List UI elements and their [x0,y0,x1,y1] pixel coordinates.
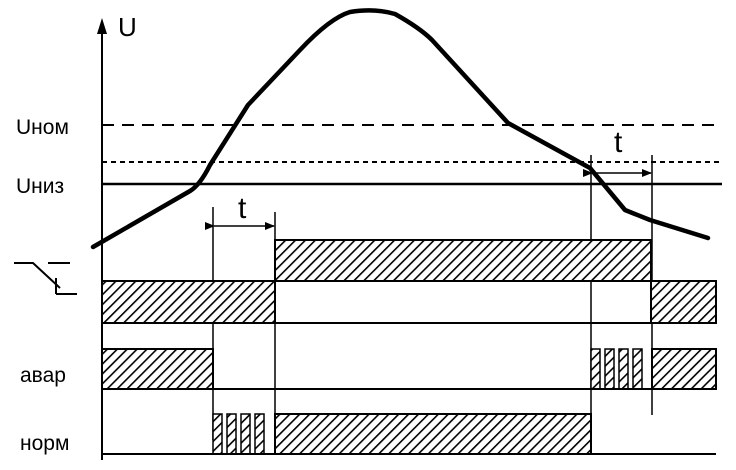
nominal-level-label: Uном [16,116,69,139]
voltage-curve [90,8,711,250]
relay-contact-icon [14,262,77,295]
alarm-bar-left [101,348,214,390]
axis-label: U [118,12,137,42]
normal-blink-pulses [212,413,265,455]
low-level-label: Uниз [16,175,64,198]
contact-row-bottom-bar-left [101,280,276,324]
contact-row-bottom-bar-right [650,280,717,324]
contact-row-top-bar [274,239,652,282]
y-axis-arrow-icon [97,18,107,34]
alarm-row-label: авар [20,364,66,387]
normal-row-label: норм [20,432,69,455]
normal-bar [274,413,592,455]
delay-label-1: t [238,192,247,225]
alarm-blink-pulses [590,348,643,390]
alarm-bar-right [651,348,717,390]
delay-label-2: t [614,126,623,159]
